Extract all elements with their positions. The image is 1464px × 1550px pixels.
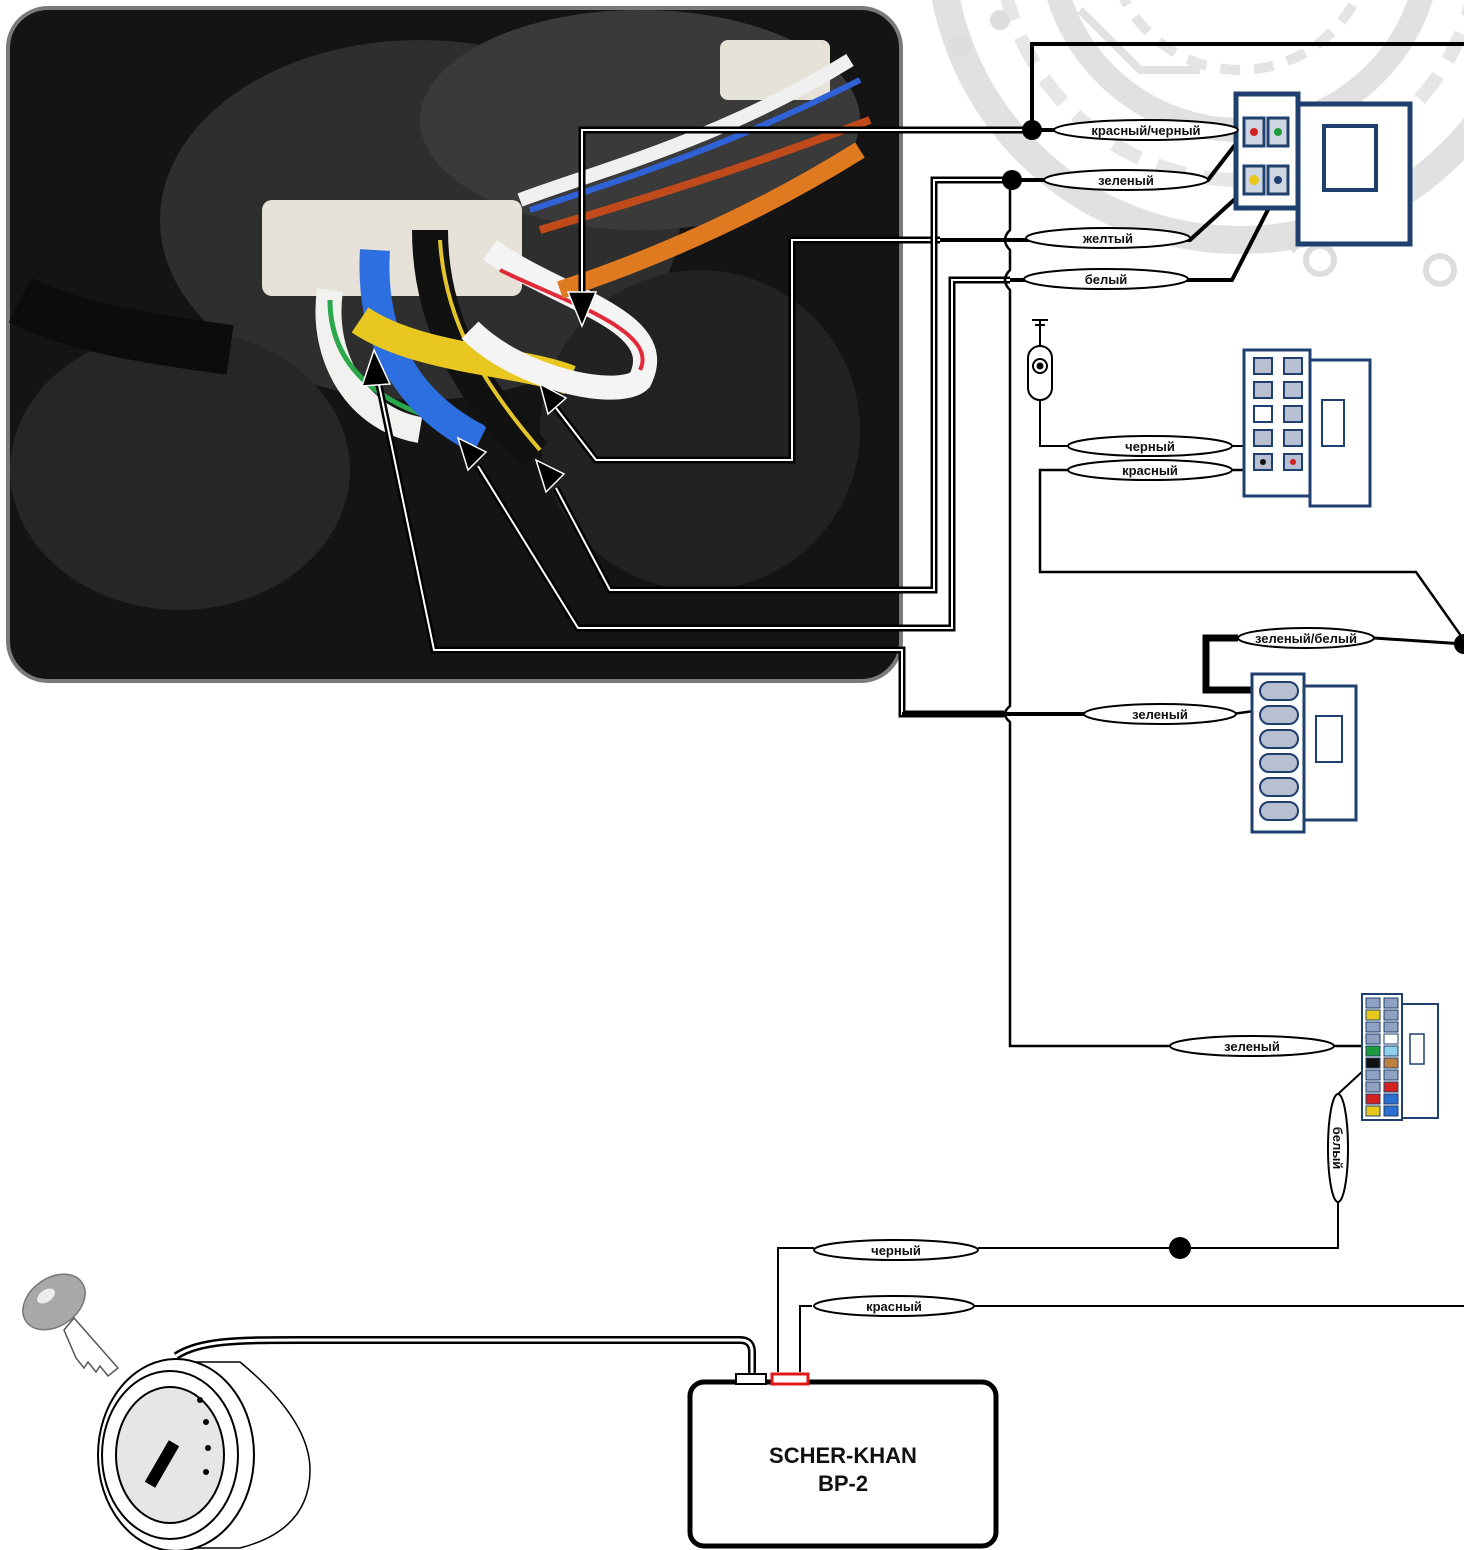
- label-white-top: белый: [1023, 268, 1189, 290]
- label-white-vertical-text: белый: [1330, 1127, 1345, 1170]
- connector-3: [1250, 672, 1358, 834]
- label-green-low-text: зеленый: [1224, 1039, 1280, 1054]
- scher-khan-module: SCHER-KHAN BP-2: [687, 1372, 999, 1549]
- label-green-top-text: зеленый: [1098, 173, 1154, 188]
- module-model: BP-2: [818, 1471, 868, 1496]
- ignition-lock-icon: [97, 1358, 311, 1550]
- label-green-mid-text: зеленый: [1132, 707, 1188, 722]
- label-black-module: черный: [813, 1239, 979, 1261]
- junction-dots: [1002, 120, 1464, 1259]
- label-green-white-text: зеленый/белый: [1255, 631, 1357, 646]
- connector-1: [1233, 91, 1413, 247]
- module-brand: SCHER-KHAN: [769, 1443, 917, 1468]
- label-yellow-top-text: желтый: [1082, 231, 1133, 246]
- label-white-vertical: белый: [1327, 1093, 1349, 1203]
- label-green-top: зеленый: [1043, 169, 1209, 191]
- label-red-power-text: красный: [1122, 463, 1178, 478]
- label-red-black-top: красный/черный: [1053, 119, 1239, 141]
- label-black-ground: черный: [1067, 435, 1233, 457]
- label-red-module-text: красный: [866, 1299, 922, 1314]
- connector-4: [1361, 993, 1439, 1121]
- wire-labels: красный/черный зеленый желтый белый черн…: [813, 119, 1375, 1317]
- ignition-wiring-photo: [6, 6, 1032, 718]
- label-red-black-top-text: красный/черный: [1091, 123, 1200, 138]
- connector-2: [1242, 348, 1372, 508]
- label-green-mid: зеленый: [1083, 703, 1237, 725]
- label-red-power: красный: [1067, 459, 1233, 481]
- label-black-ground-text: черный: [1125, 439, 1175, 454]
- label-yellow-top: желтый: [1025, 227, 1191, 249]
- ground-icon: [1027, 319, 1053, 401]
- label-white-top-text: белый: [1085, 272, 1128, 287]
- label-green-low: зеленый: [1169, 1035, 1335, 1057]
- label-black-module-text: черный: [871, 1243, 921, 1258]
- label-red-module: красный: [813, 1295, 975, 1317]
- key-icon: [22, 1273, 120, 1378]
- label-green-white: зеленый/белый: [1237, 627, 1375, 649]
